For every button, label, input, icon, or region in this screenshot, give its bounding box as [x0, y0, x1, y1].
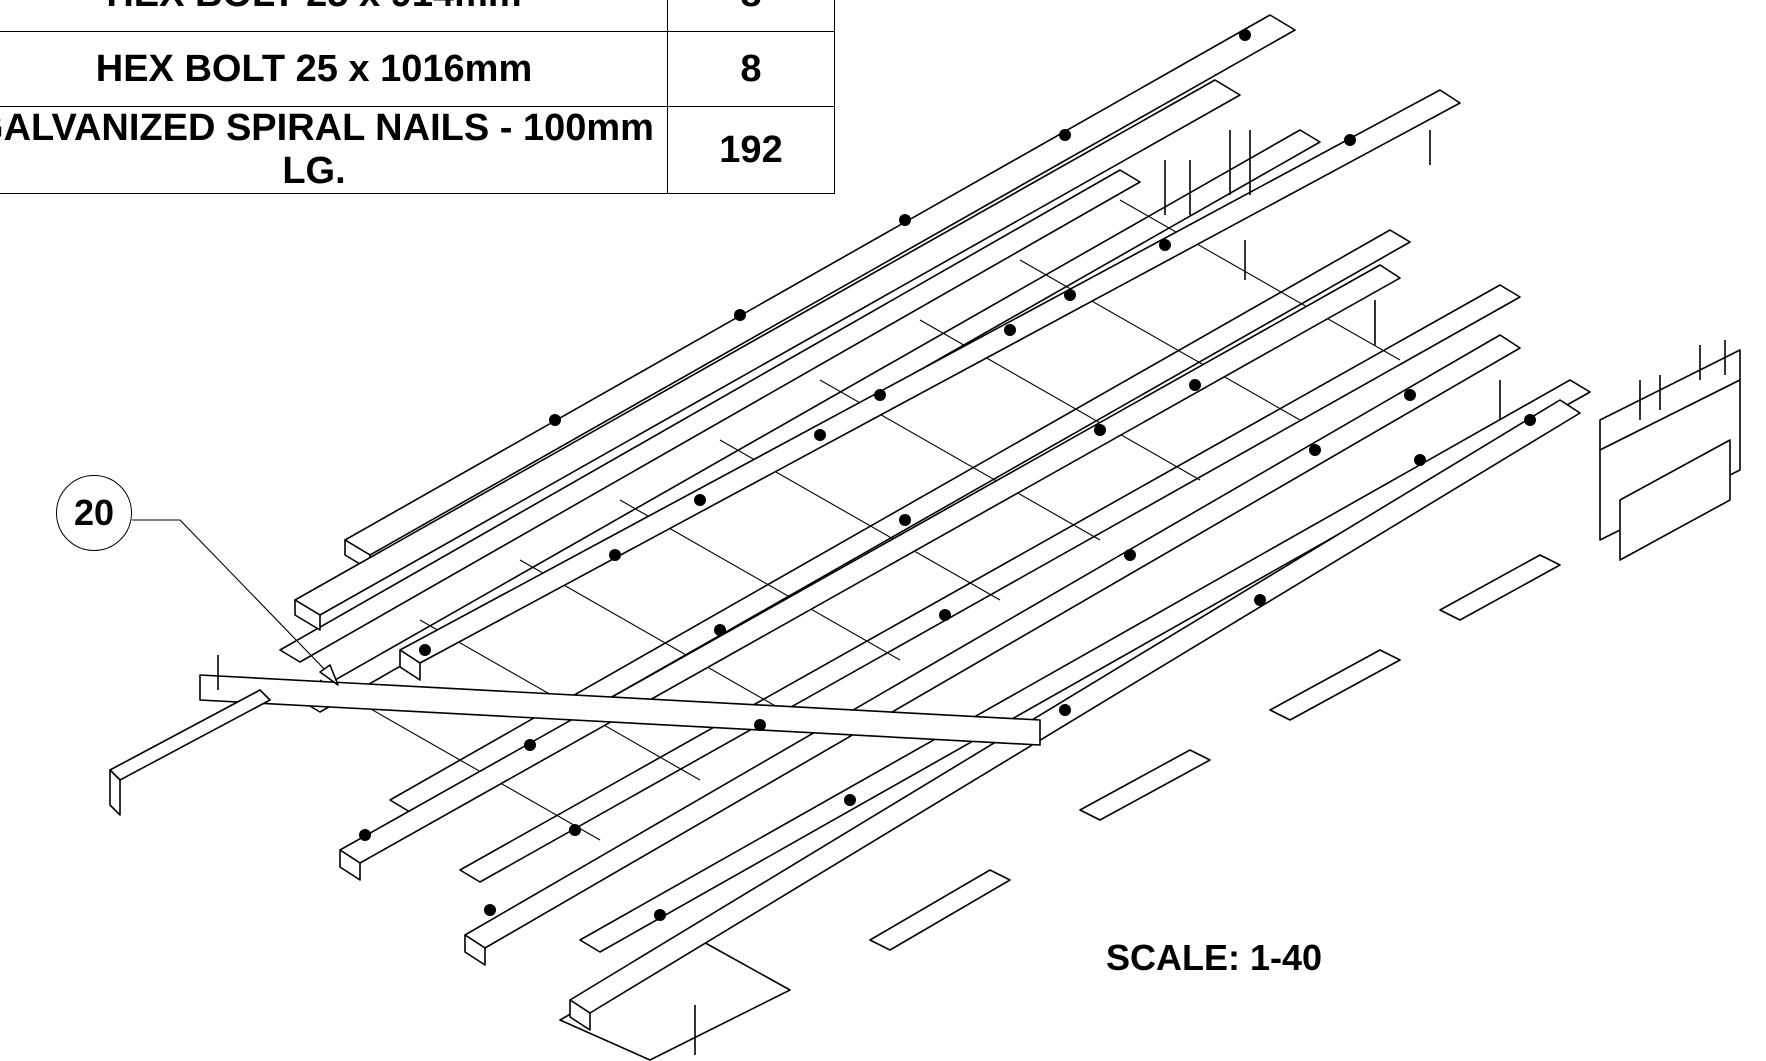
part-callout-bubble: 20 — [56, 475, 132, 551]
nail-markers — [359, 29, 1536, 921]
bom-quantity: 8 — [667, 31, 835, 107]
bom-quantity: 8 — [667, 0, 835, 32]
bom-description: GALVANIZED SPIRAL NAILS - 100mm LG. — [0, 106, 668, 194]
bom-row: GALVANIZED SPIRAL NAILS - 100mm LG. 192 — [0, 106, 835, 194]
bom-quantity: 192 — [667, 106, 835, 194]
bom-row: HEX BOLT 25 x 1016mm 8 — [0, 31, 835, 107]
bom-row: HEX BOLT 25 x 914mm 8 — [0, 0, 835, 32]
bill-of-materials-table: HEX BOLT 25 x 914mm 8 HEX BOLT 25 x 1016… — [0, 0, 835, 194]
bom-description: HEX BOLT 25 x 914mm — [0, 0, 668, 32]
frame-wireframe — [109, 14, 1741, 1061]
part-callout-number: 20 — [73, 492, 115, 533]
scale-label: SCALE: 1-40 — [1106, 937, 1323, 978]
bom-description: HEX BOLT 25 x 1016mm — [0, 31, 668, 107]
